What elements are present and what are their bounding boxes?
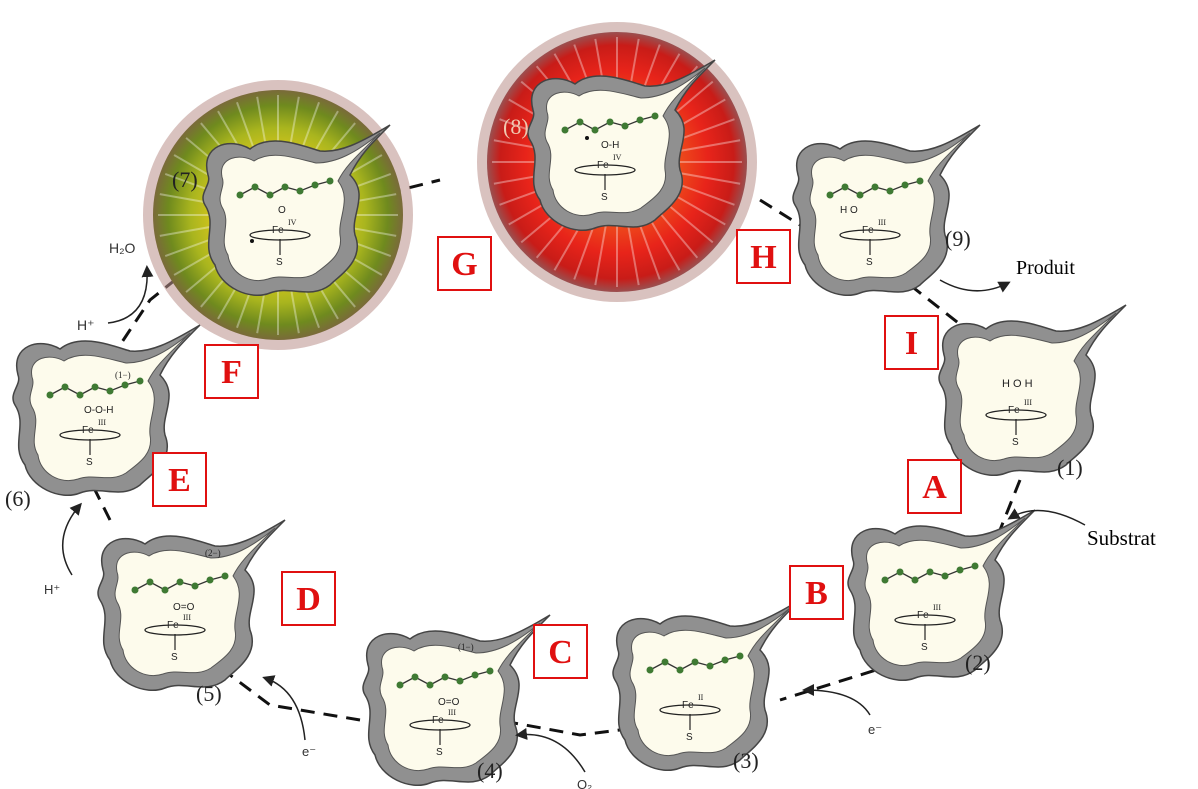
step-box-A: A: [907, 459, 962, 514]
ligand-charge-5: (2−): [205, 548, 221, 558]
step-box-B: B: [789, 565, 844, 620]
heme-pocket-2: Fe III S: [847, 509, 1036, 681]
sulfur-atom-label: S: [436, 747, 443, 758]
product-arrow: [939, 279, 1011, 293]
fe-oxidation-state: III: [98, 418, 106, 427]
sulfur-atom-label: S: [866, 257, 873, 268]
proton1-arrow: [61, 502, 82, 576]
step-letter: D: [296, 581, 321, 618]
step-letter: F: [221, 354, 242, 391]
step-box-C: C: [533, 624, 588, 679]
fe-oxidation-state: III: [1024, 398, 1032, 407]
heme-pocket-4: Fe III S O=O: [362, 614, 551, 786]
proton1-label: H⁺: [44, 582, 60, 597]
fe-oxidation-state: III: [878, 218, 886, 227]
fe-atom-label: Fe: [272, 225, 284, 236]
svg-text:H O H: H O H: [1002, 378, 1033, 390]
step-box-I: I: [884, 315, 939, 370]
fe-atom-label: Fe: [167, 620, 179, 631]
species-number-2: (2): [965, 650, 991, 675]
species-number-6: (6): [5, 486, 31, 511]
sulfur-atom-label: S: [1012, 437, 1019, 448]
species-number-4: (4): [477, 758, 503, 783]
fe-atom-label: Fe: [862, 225, 874, 236]
electron1-label: e⁻: [868, 722, 882, 737]
svg-text:O=O: O=O: [173, 602, 195, 613]
substrate-label: Substrat: [1087, 526, 1156, 550]
fe-oxidation-state: III: [448, 708, 456, 717]
heme-pocket-5: Fe III S O=O: [97, 519, 286, 691]
fe-oxidation-state: II: [698, 693, 704, 702]
step-letter: B: [805, 575, 828, 612]
svg-text:O-H: O-H: [601, 140, 619, 151]
step-letter: E: [168, 462, 191, 499]
electron2-label: e⁻: [302, 744, 316, 759]
species-number-5: (5): [196, 681, 222, 706]
step-letter: A: [922, 469, 947, 506]
ligand-charge-4: (1−): [458, 642, 474, 652]
ligand-charge-6: (1−): [115, 370, 131, 380]
fe-atom-label: Fe: [597, 160, 609, 171]
fe-oxidation-state: IV: [613, 153, 622, 162]
fe-atom-label: Fe: [682, 700, 694, 711]
svg-text:O-O-H: O-O-H: [84, 405, 113, 416]
fe-oxidation-state: IV: [288, 218, 297, 227]
heme-pocket-3: Fe II S: [612, 599, 801, 771]
step-box-D: D: [281, 571, 336, 626]
species-number-3: (3): [733, 748, 759, 773]
sulfur-atom-label: S: [601, 192, 608, 203]
proton2-arrow: [107, 265, 154, 324]
fe-atom-label: Fe: [432, 715, 444, 726]
step-letter: I: [905, 325, 918, 362]
sulfur-atom-label: S: [686, 732, 693, 743]
heme-pocket-7: Fe IV S O: [202, 124, 391, 296]
heme-pocket-1: Fe III S H O H: [938, 304, 1127, 476]
svg-text:O: O: [278, 205, 286, 216]
electron2-arrow: [262, 675, 306, 741]
species-number-8: (8): [503, 114, 529, 139]
step-letter: H: [750, 239, 776, 276]
species-number-9: (9): [945, 226, 971, 251]
electron1-arrow: [802, 684, 871, 716]
fe-atom-label: Fe: [82, 425, 94, 436]
species-number-1: (1): [1057, 455, 1083, 480]
fe-oxidation-state: III: [933, 603, 941, 612]
fe-oxidation-state: III: [183, 613, 191, 622]
fe-atom-label: Fe: [917, 610, 929, 621]
water-label: H₂O: [109, 240, 136, 256]
product-label: Produit: [1016, 257, 1075, 279]
oxygen-label: O₂: [577, 777, 592, 789]
heme-pocket-9: Fe III S H O: [792, 124, 981, 296]
species-number-7: (7): [172, 167, 198, 192]
step-box-H: H: [736, 229, 791, 284]
proton2-label: H⁺: [77, 317, 95, 333]
fe-atom-label: Fe: [1008, 405, 1020, 416]
svg-text:H O: H O: [840, 205, 858, 216]
substrate-arrow: [1007, 508, 1086, 526]
sulfur-atom-label: S: [171, 652, 178, 663]
step-letter: C: [548, 634, 573, 671]
oxygen-arrow: [515, 727, 586, 773]
svg-text:O=O: O=O: [438, 697, 460, 708]
step-box-E: E: [152, 452, 207, 507]
step-box-G: G: [437, 236, 492, 291]
heme-pocket-8: Fe IV S O-H: [527, 59, 716, 231]
sulfur-atom-label: S: [276, 257, 283, 268]
sulfur-atom-label: S: [921, 642, 928, 653]
step-letter: G: [451, 246, 477, 283]
step-box-F: F: [204, 344, 259, 399]
sulfur-atom-label: S: [86, 457, 93, 468]
